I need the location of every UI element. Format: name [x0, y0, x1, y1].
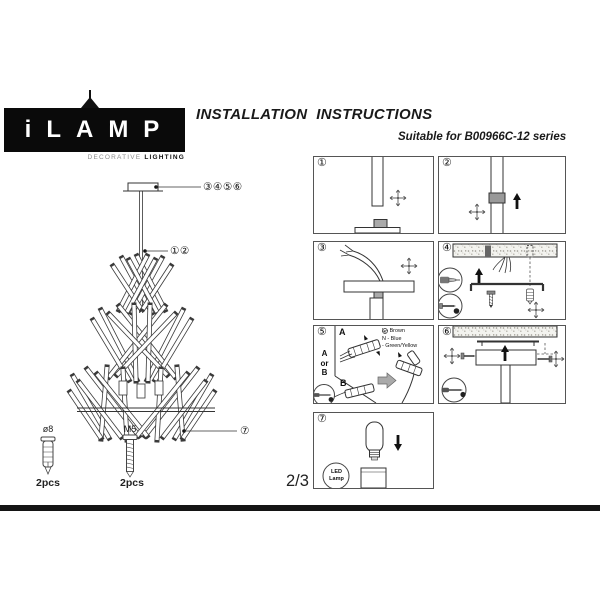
- step-2-number: ②: [442, 157, 452, 169]
- logo-box: iLAMP: [4, 108, 185, 152]
- drill-bit-icon: [448, 277, 457, 283]
- wiring-option-b-label: B: [340, 378, 347, 388]
- anchor-in-ceiling: [485, 245, 491, 257]
- move-cross-icon: [443, 347, 461, 365]
- step-4-drawing: [439, 243, 558, 319]
- step-1-drawing: [354, 157, 407, 233]
- page-title: INSTALLATION INSTRUCTIONS: [196, 106, 433, 123]
- tube-cluster: [66, 252, 218, 443]
- bottom-divider-bar: [0, 505, 600, 511]
- anchor-size-label: ø8: [42, 424, 54, 434]
- step-4-number: ④: [442, 242, 452, 254]
- step-panel-4: ④: [438, 241, 566, 320]
- led-lamp-inset: [322, 462, 350, 488]
- step-2-drawing: [468, 157, 521, 233]
- socket: [360, 467, 387, 488]
- anchor-dot-icon: [453, 308, 460, 314]
- step-panel-2: ②: [438, 156, 566, 234]
- legend-live: L - Brown: [382, 328, 405, 334]
- step-3-number: ③: [317, 242, 327, 254]
- legend-neutral: N - Blue: [382, 335, 402, 342]
- up-arrow-icon: [475, 268, 483, 284]
- down-arrow-icon: [394, 435, 402, 451]
- led-lamp-inset-label: LED Lamp: [329, 469, 344, 482]
- chandelier-diagram: [66, 182, 237, 443]
- big-arrow-icon: [377, 372, 397, 389]
- step-panel-3: ③: [313, 241, 434, 320]
- wall-anchor-icon: [526, 288, 534, 305]
- terminal-block-b: [344, 383, 375, 399]
- connector-block: [395, 359, 423, 377]
- terminal-block-a: [347, 339, 381, 358]
- step-3-drawing: [339, 244, 418, 319]
- legend-ground: - Green/Yellow: [382, 328, 417, 351]
- screw-icon: [486, 290, 496, 309]
- step-7-drawing: [322, 421, 402, 488]
- anchor-qty: 2pcs: [36, 477, 60, 489]
- tagline-bold: LIGHTING: [144, 154, 185, 161]
- wire-legend: L - Brown N - Blue - Green/Yellow: [382, 328, 417, 351]
- wires-a: [339, 350, 356, 363]
- mounting-bracket: [469, 282, 545, 291]
- led-bulb: [365, 421, 384, 453]
- wiring-option-side: A or B: [320, 349, 329, 377]
- screw-size-label: M5: [123, 424, 137, 434]
- brand-text: iLAMP: [24, 116, 175, 143]
- page-number: 2/3: [286, 472, 309, 490]
- screw-icon: [122, 434, 138, 478]
- logo-apex-triangle: [81, 97, 99, 108]
- up-arrow-icon: [513, 193, 521, 209]
- wires: [492, 256, 512, 274]
- ground-icon: [382, 328, 388, 334]
- wiring-option-a-label: A: [339, 327, 346, 337]
- move-cross-icon: [468, 203, 486, 221]
- page-subtitle: Suitable for B00966C-12 series: [398, 131, 567, 143]
- move-cross-icon: [389, 189, 407, 207]
- candle-sockets: [118, 380, 164, 399]
- step-1-number: ①: [317, 157, 327, 169]
- stem: [500, 364, 511, 403]
- step-panel-5: ⑤ A A or B B L - Brown N - Blue - Green/…: [313, 325, 434, 404]
- move-cross-icon: [527, 301, 545, 319]
- wall-anchor-icon: [40, 436, 56, 476]
- step-panel-6: ⑥: [438, 325, 566, 404]
- step-panel-1: ①: [313, 156, 434, 234]
- callout-lamp-step: ⑦: [240, 425, 250, 437]
- step-6-number: ⑥: [442, 326, 452, 338]
- step-panel-7: ⑦ LED Lamp: [313, 412, 434, 489]
- tagline-light: DECORATIVE: [87, 154, 142, 161]
- logo-tagline: DECORATIVE LIGHTING: [88, 154, 185, 161]
- screw-qty: 2pcs: [120, 477, 144, 489]
- logo-apex-line: [89, 90, 91, 100]
- callout-rod-steps: ①②: [170, 245, 190, 257]
- move-cross-icon: [547, 350, 565, 368]
- step-5-drawing: [314, 326, 423, 403]
- callout-canopy-steps: ③④⑤⑥: [203, 181, 243, 193]
- brand-logo: iLAMP DECORATIVE LIGHTING: [4, 90, 185, 162]
- step-7-number: ⑦: [317, 413, 327, 425]
- tail-wire: [401, 373, 415, 403]
- step-6-drawing: [441, 326, 565, 403]
- move-cross-icon: [400, 257, 418, 275]
- step-5-number: ⑤: [317, 326, 327, 338]
